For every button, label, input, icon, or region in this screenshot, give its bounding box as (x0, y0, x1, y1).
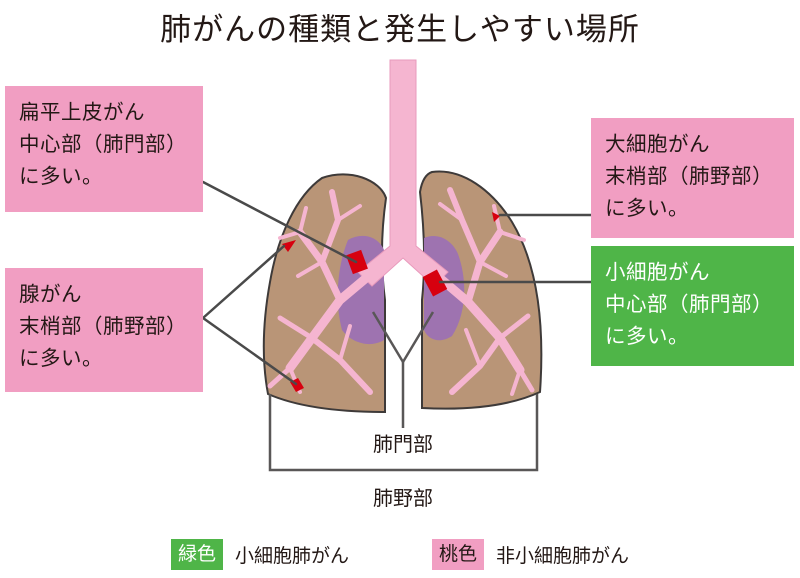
callout-small-cell: 小細胞がん 中心部（肺門部） に多い。 (591, 246, 794, 366)
callout-adeno-line-1: 腺がん (19, 282, 82, 306)
legend-pink-text: 非小細胞肺がん (496, 545, 630, 567)
hilar-label: 肺門部 (355, 428, 451, 457)
legend-pink-chip: 桃色 (432, 539, 485, 570)
trachea (357, 59, 449, 287)
callout-small-cell-line-2: 中心部（肺門部） (605, 292, 773, 316)
callout-large-cell-line-3: に多い。 (605, 196, 689, 220)
callout-large-cell-line-2: 末梢部（肺野部） (605, 164, 773, 188)
callout-large-cell-line-1: 大細胞がん (605, 132, 710, 156)
tumor-large-cell (492, 212, 500, 222)
peripheral-label: 肺野部 (355, 482, 451, 511)
callout-large-cell: 大細胞がん 末梢部（肺野部） に多い。 (591, 118, 794, 238)
callout-adeno: 腺がん 末梢部（肺野部） に多い。 (5, 268, 203, 392)
callout-squamous: 扁平上皮がん 中心部（肺門部） に多い。 (5, 86, 203, 212)
legend-small-cell: 緑色 小細胞肺がん (171, 539, 349, 570)
callout-adeno-line-2: 末梢部（肺野部） (19, 314, 187, 338)
right-bronchial-tree (436, 187, 535, 396)
legend-green-text: 小細胞肺がん (235, 545, 350, 567)
legend-green-chip: 緑色 (171, 539, 224, 570)
callout-squamous-line-1: 扁平上皮がん (19, 100, 145, 124)
callout-squamous-line-3: に多い。 (19, 164, 103, 188)
callout-small-cell-line-1: 小細胞がん (605, 260, 710, 284)
legend-non-small-cell: 桃色 非小細胞肺がん (432, 539, 629, 570)
diagram-title: 肺がんの種類と発生しやすい場所 (160, 12, 640, 48)
leader-lines (201, 180, 593, 386)
region-brackets (268, 311, 539, 472)
callout-squamous-line-2: 中心部（肺門部） (19, 132, 187, 156)
callout-small-cell-line-3: に多い。 (605, 324, 689, 348)
callout-adeno-line-3: に多い。 (19, 346, 103, 370)
tumor-small-cell (422, 269, 448, 297)
tumor-adeno-upper (282, 240, 296, 252)
